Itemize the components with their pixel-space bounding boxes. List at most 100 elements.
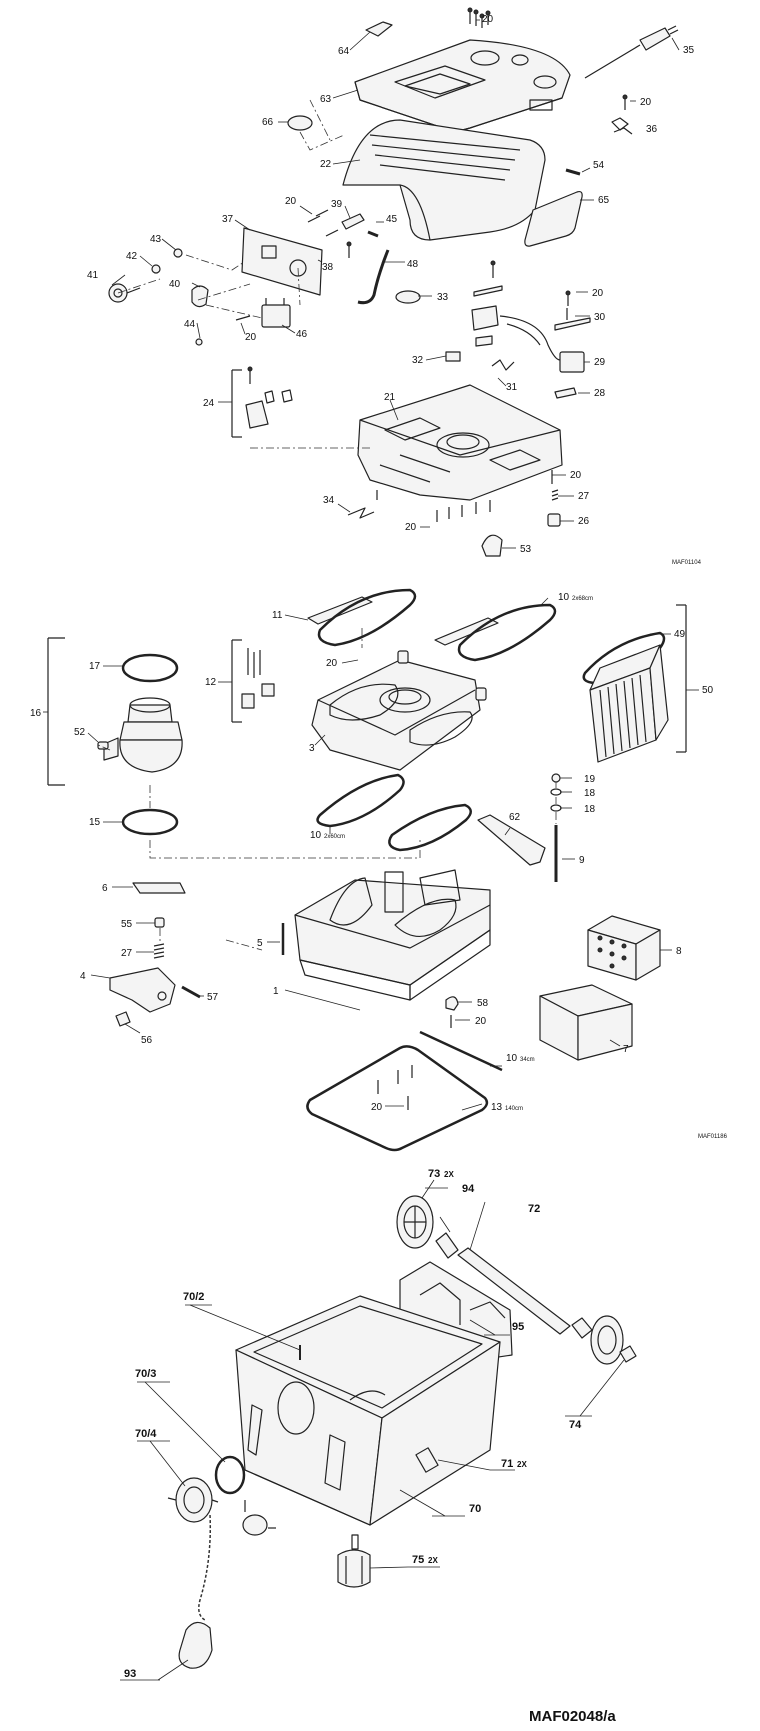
lever-4 bbox=[109, 967, 176, 1013]
callout-1: 1 bbox=[273, 986, 279, 997]
spring-27 bbox=[551, 489, 559, 501]
plate-28 bbox=[554, 387, 577, 399]
callout-20e: 20 bbox=[245, 332, 257, 343]
part-6 bbox=[132, 882, 186, 894]
screw-55 bbox=[154, 917, 165, 928]
disc-66 bbox=[287, 115, 313, 131]
callout-9: 9 bbox=[579, 855, 585, 866]
callout-37: 37 bbox=[222, 214, 234, 225]
callout-20h: 20 bbox=[326, 658, 338, 669]
callout-10c: 10 bbox=[506, 1053, 518, 1064]
callout-52: 52 bbox=[74, 727, 86, 738]
top-cover bbox=[354, 39, 571, 133]
callout-20f: 20 bbox=[570, 470, 582, 481]
callout-22: 22 bbox=[320, 159, 332, 170]
gasket-10a bbox=[317, 588, 417, 647]
clip-58 bbox=[445, 996, 459, 1011]
callout-28: 28 bbox=[594, 388, 606, 399]
callout-34: 34 bbox=[323, 495, 335, 506]
ring-70-3 bbox=[214, 1455, 246, 1495]
callout-13: 13 bbox=[491, 1102, 503, 1113]
filter-50 bbox=[589, 604, 687, 763]
callout-73: 73 bbox=[428, 1168, 440, 1180]
callout-94: 94 bbox=[462, 1183, 475, 1195]
bushing-94 bbox=[435, 1232, 459, 1259]
callout-64: 64 bbox=[338, 46, 350, 57]
latch-53 bbox=[481, 534, 503, 557]
callout-35: 35 bbox=[683, 45, 695, 56]
callout-40: 40 bbox=[169, 279, 181, 290]
button-26 bbox=[547, 513, 561, 527]
callout-4: 4 bbox=[80, 971, 86, 982]
inlet-70-4 bbox=[167, 1477, 219, 1523]
pin-57 bbox=[181, 985, 201, 999]
callout-20a: 20 bbox=[482, 14, 494, 25]
callout-70_3: 70/3 bbox=[135, 1368, 156, 1380]
callout-10a: 10 bbox=[558, 592, 570, 603]
callout-18a: 18 bbox=[584, 788, 596, 799]
container-70 bbox=[235, 1295, 501, 1526]
filter-lid-3 bbox=[311, 650, 487, 771]
callout-93: 93 bbox=[124, 1668, 136, 1680]
gasket-10d bbox=[388, 803, 472, 852]
knob-41 bbox=[108, 283, 141, 303]
wheel-73-right bbox=[571, 1315, 624, 1365]
callout-6: 6 bbox=[102, 883, 108, 894]
callout-29: 29 bbox=[594, 357, 606, 368]
nut-19 bbox=[551, 773, 561, 783]
foam-strip-11b bbox=[434, 617, 499, 646]
callout-44: 44 bbox=[184, 319, 196, 330]
screw-44 bbox=[195, 338, 203, 346]
callout-75-qty: 2X bbox=[428, 1556, 438, 1565]
callout-20j: 20 bbox=[371, 1102, 383, 1113]
spring-31 bbox=[491, 359, 515, 371]
hose-48 bbox=[357, 249, 390, 305]
callout-8: 8 bbox=[676, 946, 682, 957]
callout-58: 58 bbox=[477, 998, 489, 1009]
knob-40 bbox=[191, 285, 209, 308]
callout-57: 57 bbox=[207, 992, 219, 1003]
screw-56 bbox=[115, 1011, 131, 1027]
cap-74 bbox=[619, 1345, 637, 1363]
callout-62: 62 bbox=[509, 812, 521, 823]
callout-21: 21 bbox=[384, 392, 396, 403]
callout-7: 7 bbox=[623, 1044, 629, 1055]
wheel-73 bbox=[396, 1195, 434, 1249]
callout-10b-qty: 2x60cm bbox=[324, 834, 345, 840]
callout-49: 49 bbox=[674, 629, 686, 640]
callout-65: 65 bbox=[598, 195, 610, 206]
chain bbox=[198, 1514, 212, 1621]
callout-15: 15 bbox=[89, 817, 101, 828]
callout-11: 11 bbox=[272, 610, 283, 621]
callout-13-qty: 140cm bbox=[505, 1106, 523, 1112]
screws-top bbox=[467, 7, 491, 28]
callout-43: 43 bbox=[150, 234, 162, 245]
callout-24: 24 bbox=[203, 398, 215, 409]
callout-20i: 20 bbox=[475, 1016, 487, 1027]
brush-52 bbox=[97, 741, 109, 750]
callout-39: 39 bbox=[331, 199, 343, 210]
callout-5: 5 bbox=[257, 938, 263, 949]
screws-mid-left bbox=[307, 209, 352, 258]
callout-10c-qty: 34cm bbox=[520, 1057, 535, 1063]
wire-34 bbox=[347, 507, 375, 519]
callout-95: 95 bbox=[512, 1321, 524, 1333]
callout-20g: 20 bbox=[405, 522, 417, 533]
holders-12 bbox=[231, 639, 275, 723]
bracket-upper bbox=[473, 285, 503, 297]
callout-66: 66 bbox=[262, 117, 274, 128]
motor-16 bbox=[47, 637, 183, 786]
callout-26: 26 bbox=[578, 516, 590, 527]
callout-45: 45 bbox=[386, 214, 398, 225]
motor-housing bbox=[342, 119, 546, 241]
callout-31: 31 bbox=[506, 382, 518, 393]
callout-46: 46 bbox=[296, 329, 308, 340]
callout-38: 38 bbox=[322, 262, 334, 273]
callout-48: 48 bbox=[407, 259, 419, 270]
container-top-1 bbox=[294, 869, 491, 1001]
castor-front bbox=[242, 1500, 276, 1536]
callout-33: 33 bbox=[437, 292, 449, 303]
callout-74: 74 bbox=[569, 1419, 582, 1431]
